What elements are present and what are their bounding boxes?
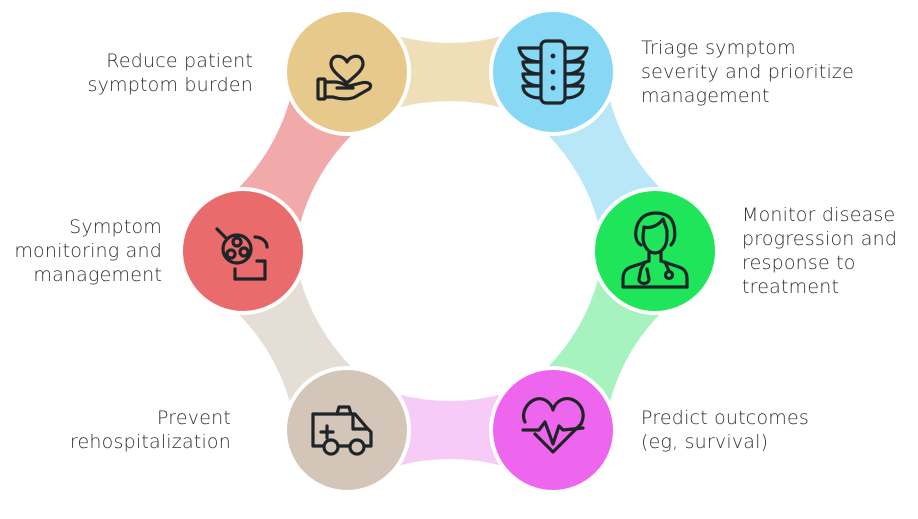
node-circle-monitor-disease: [591, 187, 719, 315]
node-circles: [179, 8, 719, 494]
label-reduce-burden: Reduce patient symptom burden: [87, 49, 253, 97]
ambulance-icon: [311, 405, 373, 456]
label-line: progression and: [742, 228, 898, 250]
connector-predict-outcomes: [397, 393, 503, 467]
label-line: (eg, survival): [641, 431, 769, 453]
label-prevent-rehospitalization: Prevent rehospitalization: [70, 406, 231, 454]
label-line: management: [33, 264, 162, 286]
node-circle-reduce-burden: [283, 8, 411, 136]
label-line: Symptom: [69, 216, 162, 238]
monitoring-device-icon: [215, 227, 269, 281]
label-monitor-disease: Monitor disease progression and response…: [742, 203, 897, 299]
traffic-light-icon: [517, 39, 589, 105]
node-circle-symptom-monitoring: [179, 187, 307, 315]
label-line: Predict outcomes: [641, 407, 809, 429]
label-line: treatment: [742, 276, 840, 298]
label-line: Triage symptom: [641, 37, 796, 59]
hand-heart-icon: [316, 54, 373, 101]
label-line: response to: [742, 252, 856, 274]
label-line: rehospitalization: [69, 431, 231, 453]
node-circle-predict-outcomes: [489, 366, 617, 494]
label-predict-outcomes: Predict outcomes (eg, survival): [641, 406, 809, 454]
doctor-stethoscope-icon: [621, 211, 689, 289]
label-line: Reduce patient: [106, 50, 253, 72]
label-triage: Triage symptom severity and prioritize m…: [641, 36, 854, 108]
label-line: management: [641, 85, 770, 107]
heart-pulse-icon: [521, 397, 585, 454]
label-symptom-monitoring: Symptom monitoring and management: [14, 215, 162, 287]
node-icons: [215, 39, 689, 456]
label-line: Monitor disease: [742, 204, 896, 226]
label-line: severity and prioritize: [641, 61, 854, 83]
label-line: symptom burden: [87, 74, 253, 96]
connector-reduce-burden: [397, 35, 503, 109]
node-circle-prevent-rehospitalization: [283, 366, 411, 494]
label-line: monitoring and: [14, 240, 162, 262]
label-line: Prevent: [156, 407, 231, 429]
